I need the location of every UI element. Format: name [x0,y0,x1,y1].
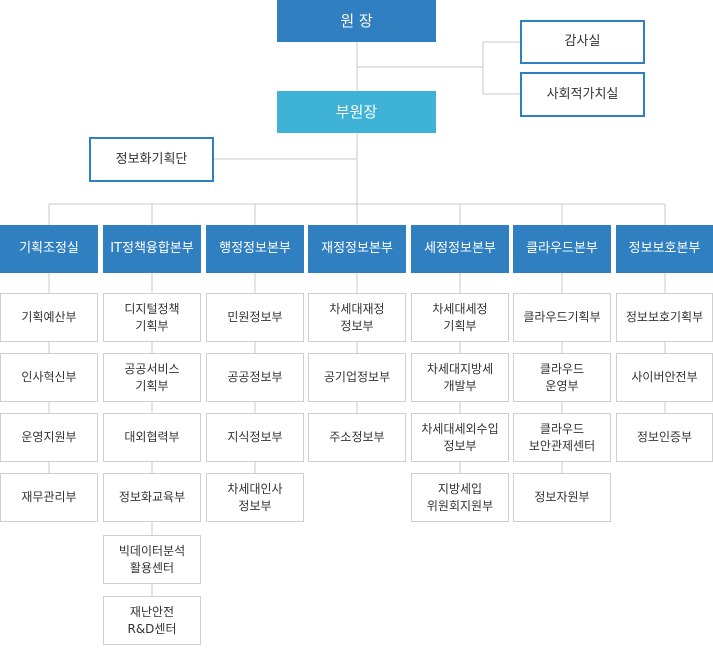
dept-cloud: 클라우드본부 [513,225,611,273]
unit-box: 지식정보부 [206,413,304,462]
unit-box: 운영지원부 [0,413,98,462]
vice-president-box: 부원장 [277,91,436,133]
unit-box: 디지털정책 기획부 [103,293,201,342]
unit-box: 공기업정보부 [308,353,406,402]
dept-tax-info: 세정정보본부 [411,225,509,273]
unit-box: 정보화교육부 [103,473,201,522]
unit-box: 대외협력부 [103,413,201,462]
unit-box: 정보자원부 [513,473,611,522]
unit-box: 차세대재정 정보부 [308,293,406,342]
dept-information-security: 정보보호본부 [616,225,713,273]
president-box: 원 장 [277,0,436,42]
unit-box: 차세대세정 기획부 [411,293,509,342]
unit-box: 정보보호기획부 [616,293,713,342]
unit-box: 재난안전 R&D센터 [103,596,201,645]
planning-group-box: 정보화기획단 [89,137,214,182]
unit-box: 사이버안전부 [616,353,713,402]
unit-box: 기획예산부 [0,293,98,342]
unit-box: 클라우드 보안관제센터 [513,413,611,462]
unit-box: 주소정보부 [308,413,406,462]
unit-box: 공공정보부 [206,353,304,402]
dept-fiscal-info: 재정정보본부 [308,225,406,273]
unit-box: 지방세입 위원회지원부 [411,473,509,522]
unit-box: 인사혁신부 [0,353,98,402]
unit-box: 빅데이터분석 활용센터 [103,535,201,584]
dept-administrative-info: 행정정보본부 [206,225,304,273]
unit-box: 정보인증부 [616,413,713,462]
dept-it-policy-convergence: IT정책융합본부 [103,225,201,273]
unit-box: 민원정보부 [206,293,304,342]
unit-box: 클라우드 운영부 [513,353,611,402]
unit-box: 차세대세외수입 정보부 [411,413,509,462]
audit-office-box: 감사실 [520,20,645,64]
dept-planning-coordination: 기획조정실 [0,225,98,273]
unit-box: 공공서비스 기획부 [103,353,201,402]
unit-box: 클라우드기획부 [513,293,611,342]
social-value-office-box: 사회적가치실 [520,72,645,117]
unit-box: 차세대인사 정보부 [206,473,304,522]
unit-box: 재무관리부 [0,473,98,522]
unit-box: 차세대지방세 개발부 [411,353,509,402]
